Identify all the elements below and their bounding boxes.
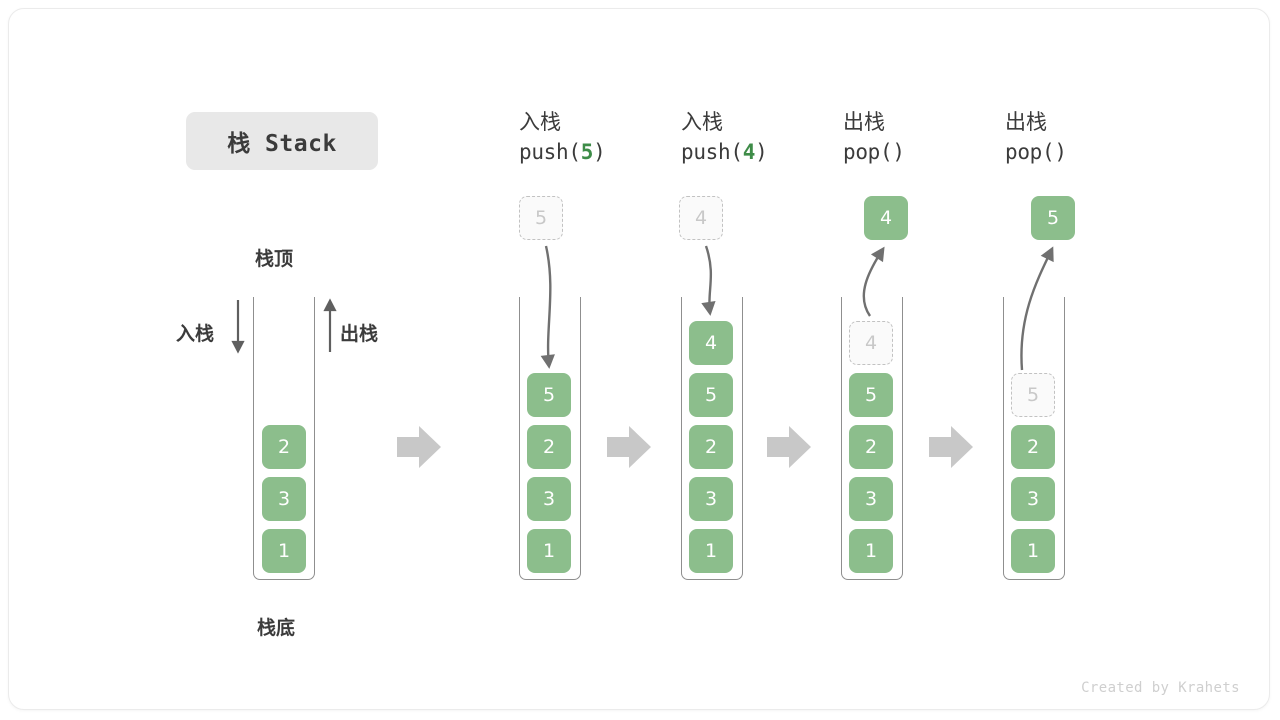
- code-prefix: push(: [519, 139, 581, 164]
- stack-container-initial: [253, 297, 315, 580]
- code-prefix: push(: [681, 139, 743, 164]
- stack-cell[interactable]: 2: [689, 425, 733, 469]
- push-side-label: 入栈: [176, 323, 215, 345]
- incoming-ghost-cell[interactable]: 4: [679, 196, 723, 240]
- stack-bottom-label: 栈底: [257, 617, 296, 639]
- code-prefix: pop(: [1005, 139, 1055, 164]
- stack-cell[interactable]: 5: [527, 373, 571, 417]
- header-code-text: push(4): [681, 138, 768, 168]
- header-code-text: pop(): [843, 138, 905, 168]
- stack-cell[interactable]: 1: [689, 529, 733, 573]
- stack-top-label: 栈顶: [255, 248, 294, 270]
- popped-cell[interactable]: 5: [1031, 196, 1075, 240]
- stack-cell[interactable]: 1: [262, 529, 306, 573]
- code-suffix: ): [755, 139, 768, 164]
- stack-cell[interactable]: 3: [262, 477, 306, 521]
- column-header-pop-1: 出栈 pop(): [843, 108, 905, 168]
- code-suffix: ): [593, 139, 606, 164]
- header-cn-text: 入栈: [681, 110, 723, 134]
- pop-side-label: 出栈: [340, 323, 379, 345]
- code-argument: 4: [742, 139, 756, 164]
- stack-container-pop-2: [1003, 297, 1065, 580]
- header-cn-text: 出栈: [843, 110, 885, 134]
- stack-cell[interactable]: 1: [849, 529, 893, 573]
- stack-cell[interactable]: 1: [527, 529, 571, 573]
- stack-cell[interactable]: 1: [1011, 529, 1055, 573]
- stack-cell[interactable]: 2: [849, 425, 893, 469]
- code-prefix: pop(: [843, 139, 893, 164]
- stack-cell[interactable]: 5: [689, 373, 733, 417]
- figure-title-badge: 栈 Stack: [186, 112, 378, 170]
- stack-cell[interactable]: 5: [849, 373, 893, 417]
- credit-text: Created by Krahets: [1081, 680, 1240, 696]
- incoming-ghost-cell[interactable]: 5: [519, 196, 563, 240]
- header-code-text: push(5): [519, 138, 606, 168]
- stack-container-push-4: [681, 297, 743, 580]
- code-suffix: ): [1054, 139, 1067, 164]
- stack-cell[interactable]: 3: [689, 477, 733, 521]
- column-header-push-4: 入栈 push(4): [681, 108, 768, 168]
- stack-container-pop-1: [841, 297, 903, 580]
- stack-cell[interactable]: 4: [689, 321, 733, 365]
- code-argument: 5: [580, 139, 594, 164]
- header-cn-text: 入栈: [519, 110, 561, 134]
- column-header-pop-2: 出栈 pop(): [1005, 108, 1067, 168]
- code-suffix: ): [892, 139, 905, 164]
- popped-cell[interactable]: 4: [864, 196, 908, 240]
- column-header-push-5: 入栈 push(5): [519, 108, 606, 168]
- header-cn-text: 出栈: [1005, 110, 1047, 134]
- stack-cell[interactable]: 2: [262, 425, 306, 469]
- stack-cell[interactable]: 3: [849, 477, 893, 521]
- header-code-text: pop(): [1005, 138, 1067, 168]
- stack-cell-ghost[interactable]: 5: [1011, 373, 1055, 417]
- stack-cell[interactable]: 3: [527, 477, 571, 521]
- stack-cell[interactable]: 3: [1011, 477, 1055, 521]
- stack-container-push-5: [519, 297, 581, 580]
- stack-cell-ghost[interactable]: 4: [849, 321, 893, 365]
- stack-cell[interactable]: 2: [1011, 425, 1055, 469]
- stack-cell[interactable]: 2: [527, 425, 571, 469]
